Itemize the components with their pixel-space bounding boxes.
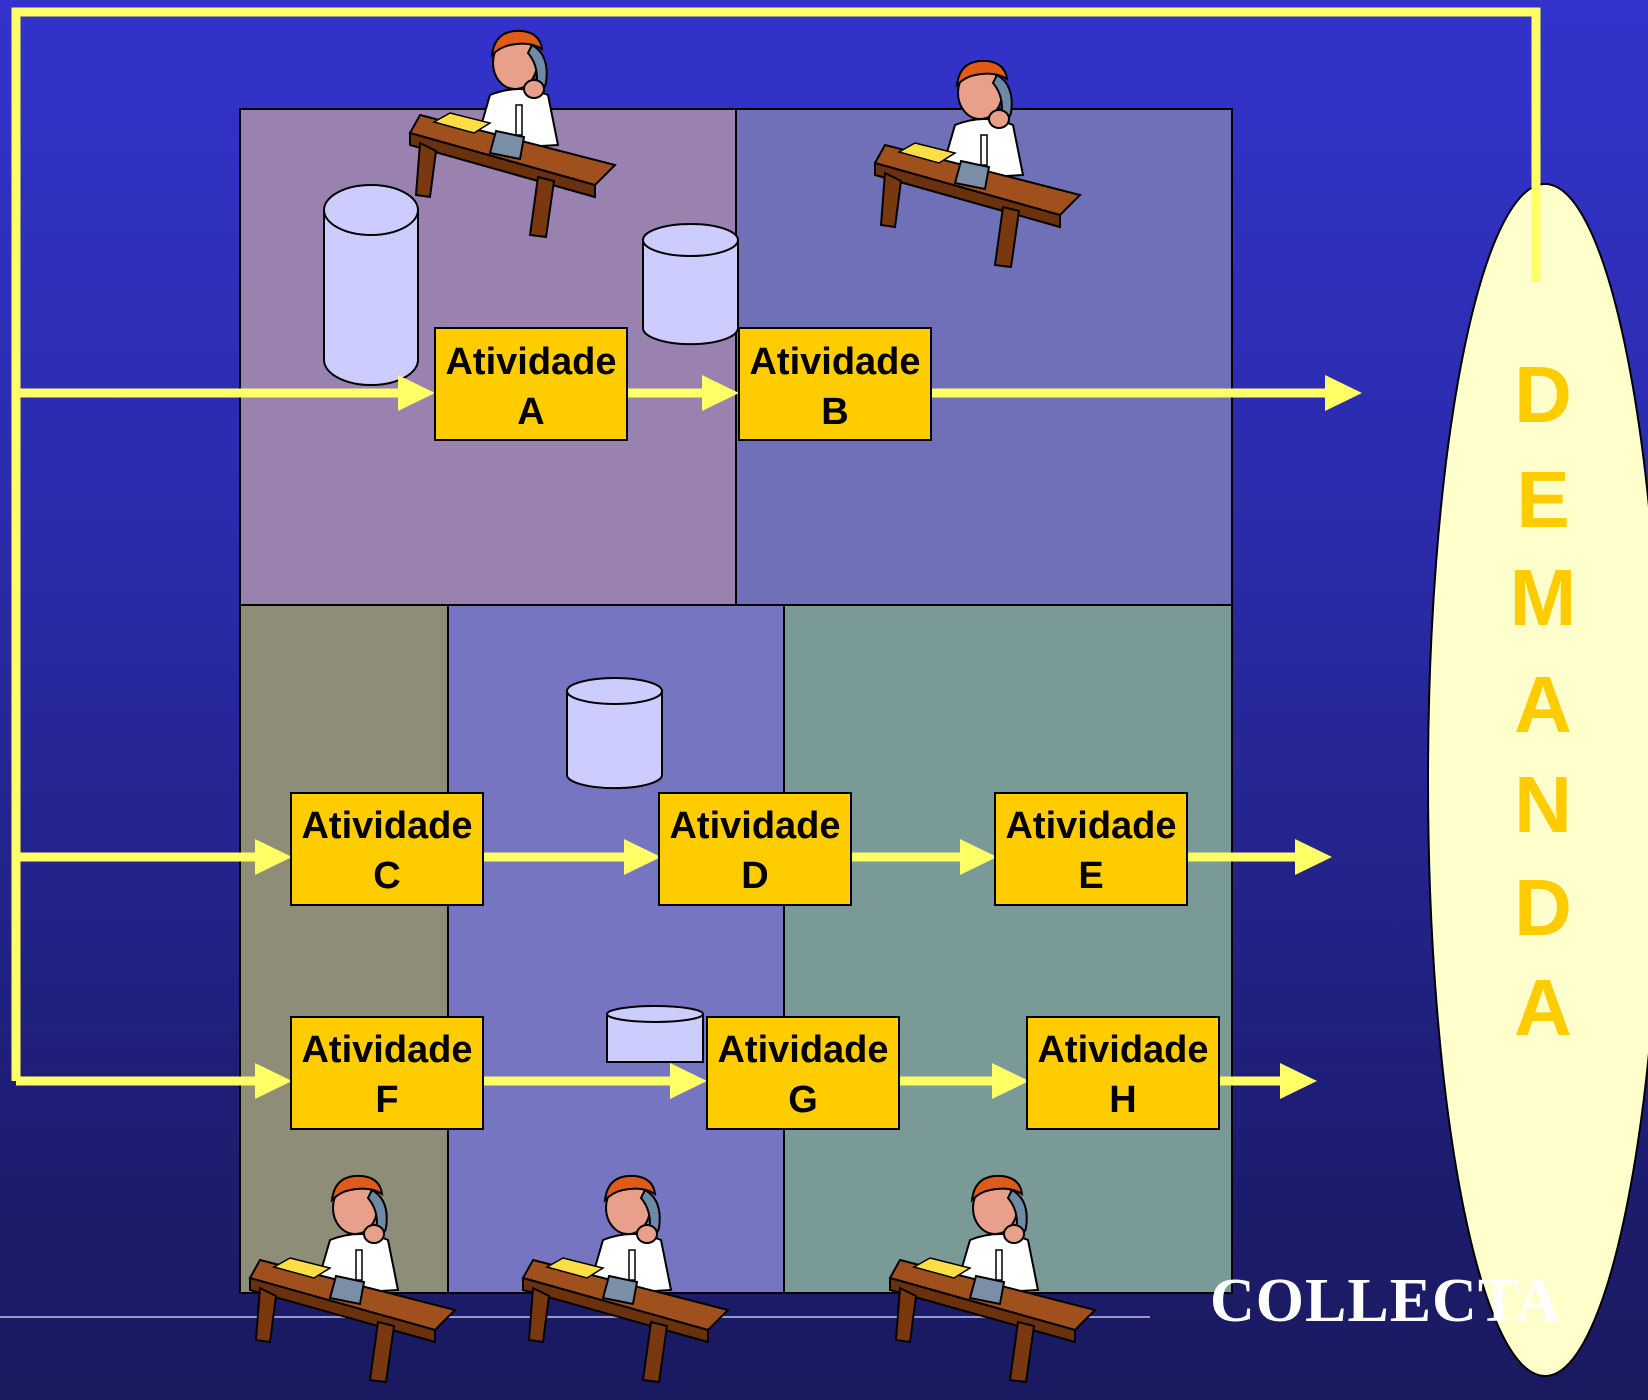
activity-a-letter: A xyxy=(517,391,544,433)
activity-d-letter: D xyxy=(741,855,768,897)
demand-letter: E xyxy=(1516,455,1569,544)
activity-d-label: Atividade xyxy=(669,805,840,847)
activity-c-letter: C xyxy=(373,855,400,897)
database-cylinder-icon xyxy=(566,677,663,790)
activity-c-label: Atividade xyxy=(301,805,472,847)
brand-logo-text: COLLECTA xyxy=(1210,1267,1562,1335)
demand-letter: A xyxy=(1514,660,1572,749)
demand-letter: A xyxy=(1514,963,1572,1052)
department-bottom-left xyxy=(239,604,449,1294)
activity-f-label: Atividade xyxy=(301,1029,472,1071)
activity-e-letter: E xyxy=(1078,855,1103,897)
activity-b: Atividade B xyxy=(738,327,932,441)
activity-g-letter: G xyxy=(788,1079,818,1121)
demand-letter: D xyxy=(1514,350,1572,439)
activity-f: Atividade F xyxy=(290,1016,484,1130)
activity-a: Atividade A xyxy=(434,327,628,441)
activity-c: Atividade C xyxy=(290,792,484,906)
activity-h-letter: H xyxy=(1109,1079,1136,1121)
demand-letter: M xyxy=(1510,553,1577,642)
activity-g-label: Atividade xyxy=(717,1029,888,1071)
demand-letter: D xyxy=(1514,863,1572,952)
activity-f-letter: F xyxy=(375,1079,398,1121)
database-cylinder-icon xyxy=(606,1005,704,1063)
activity-d: Atividade D xyxy=(658,792,852,906)
activity-e-label: Atividade xyxy=(1005,805,1176,847)
activity-a-label: Atividade xyxy=(445,341,616,383)
activity-b-letter: B xyxy=(821,391,848,433)
database-cylinder-icon xyxy=(642,223,739,346)
demand-label: D E M A N D A xyxy=(1510,350,1577,1052)
database-cylinder-icon xyxy=(323,184,419,386)
demand-letter: N xyxy=(1514,760,1572,849)
activity-b-label: Atividade xyxy=(749,341,920,383)
activity-g: Atividade G xyxy=(706,1016,900,1130)
demand-ellipse xyxy=(1427,183,1648,1377)
activity-h: Atividade H xyxy=(1026,1016,1220,1130)
connector-arrowheads xyxy=(255,375,1362,1099)
activity-e: Atividade E xyxy=(994,792,1188,906)
connector-lines xyxy=(11,7,1541,1086)
activity-h-label: Atividade xyxy=(1037,1029,1208,1071)
